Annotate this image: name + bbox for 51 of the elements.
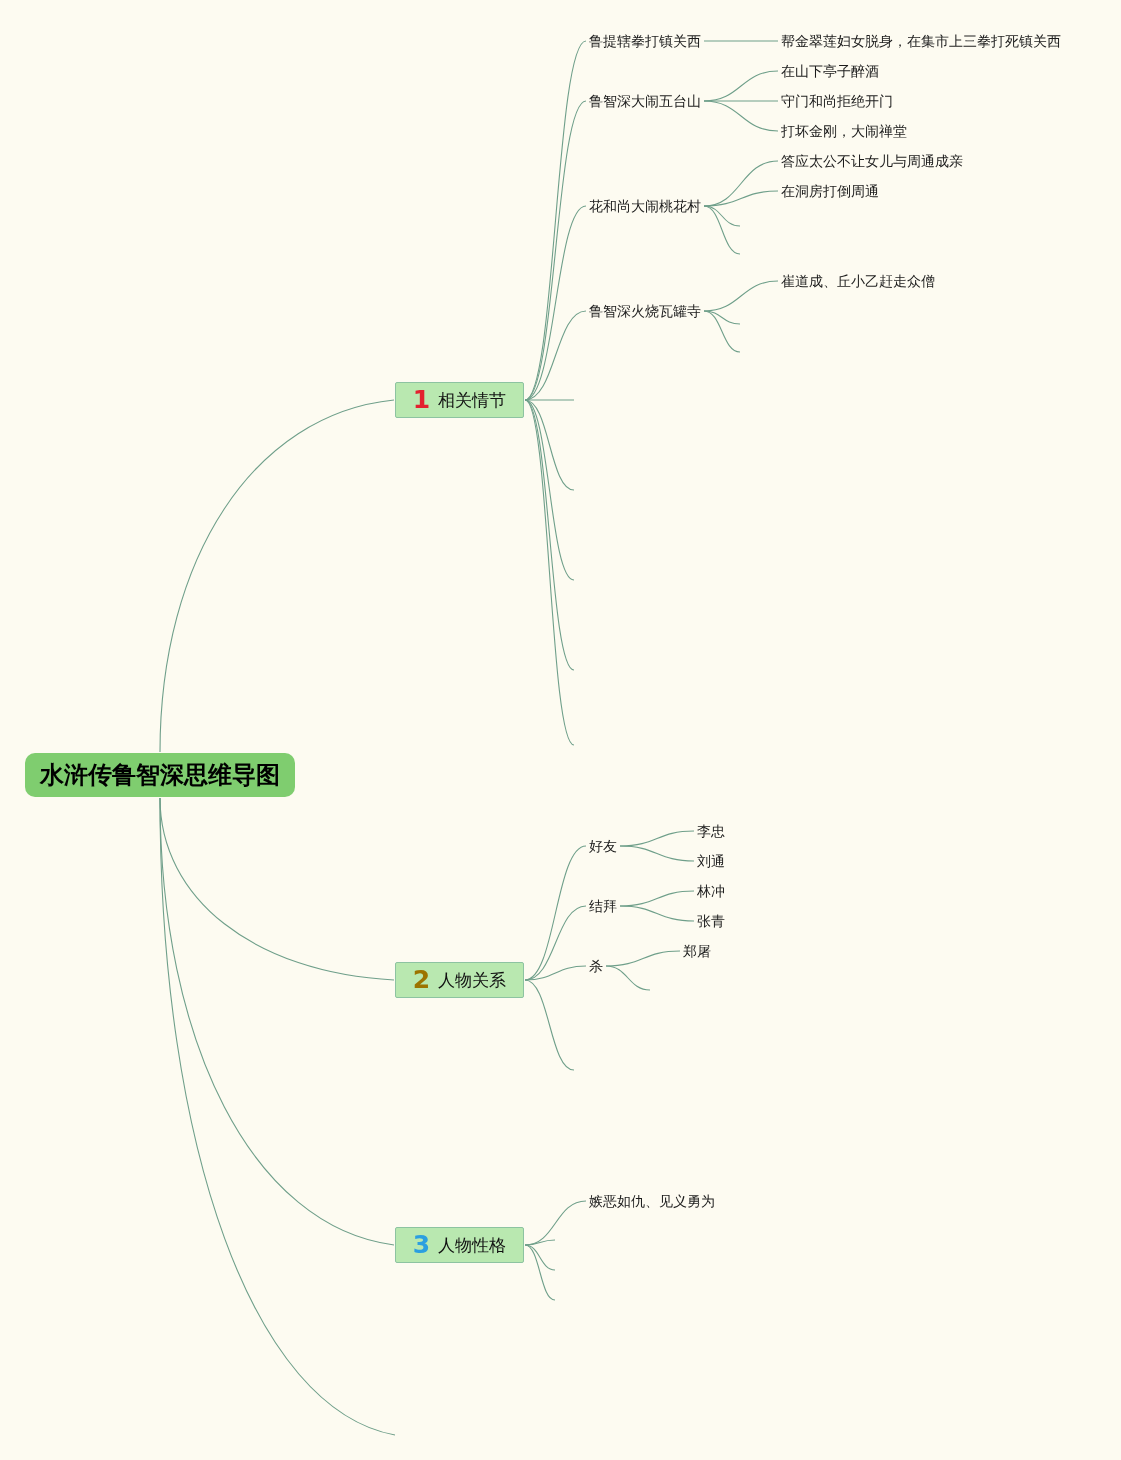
subtopic-label: 李忠 (697, 822, 725, 840)
subtopic-label: 花和尚大闹桃花村 (589, 197, 701, 215)
priority-number: 1 (412, 386, 431, 414)
subtopic-label: 守门和尚拒绝开门 (781, 92, 893, 110)
subtopic-label: 嫉恶如仇、见义勇为 (589, 1192, 715, 1210)
branch-line (619, 905, 695, 922)
branch-line (524, 965, 587, 981)
topic-label: 人物性格 (438, 1234, 507, 1256)
subtopic-label: 结拜 (589, 897, 617, 915)
branch-line (703, 205, 741, 227)
subtopic-label: 鲁智深大闹五台山 (589, 92, 701, 110)
branch-line (524, 1239, 556, 1246)
subtopic-label: 刘通 (697, 852, 725, 870)
branch-line (524, 399, 575, 746)
branch-line (703, 310, 741, 353)
topic-card (395, 382, 524, 418)
branch-line (605, 965, 651, 991)
subtopic-label: 杀 (589, 957, 603, 975)
branch-line (524, 979, 575, 1071)
subtopic-label: 在洞房打倒周通 (781, 182, 879, 200)
branch-line (619, 845, 695, 862)
subtopic-label: 崔道成、丘小乙赶走众僧 (781, 272, 935, 290)
subtopic-label: 打坏金刚，大闹禅堂 (781, 122, 907, 140)
branch-line (703, 310, 741, 325)
subtopic-label: 鲁智深火烧瓦罐寺 (589, 302, 701, 320)
branch-line (159, 797, 396, 1436)
branch-line (524, 1244, 556, 1271)
branch-line (703, 205, 741, 255)
branch-line (605, 950, 681, 967)
branch-line (159, 399, 395, 753)
subtopic-label: 好友 (589, 837, 617, 855)
subtopic-label: 鲁提辖拳打镇关西 (589, 32, 701, 50)
branch-line (703, 40, 779, 42)
branch-line (703, 100, 779, 132)
subtopic-label: 在山下亭子醉酒 (781, 62, 879, 80)
branch-line (524, 1244, 556, 1301)
topic-label: 相关情节 (438, 389, 507, 411)
central-topic: 水浒传鲁智深思维导图 (25, 753, 295, 797)
subtopic-label: 张青 (697, 912, 725, 930)
branch-line (703, 280, 779, 312)
topic-label: 人物关系 (438, 969, 507, 991)
branch-line (524, 399, 575, 671)
branch-line (524, 100, 587, 401)
subtopic-label: 林冲 (697, 882, 725, 900)
subtopic-label: 答应太公不让女儿与周通成亲 (781, 152, 963, 170)
priority-number: 2 (412, 966, 431, 994)
topic-card (395, 1227, 524, 1263)
topic-card (395, 962, 524, 998)
subtopic-label: 帮金翠莲妇女脱身，在集市上三拳打死镇关西 (781, 32, 1061, 50)
priority-number: 3 (412, 1231, 431, 1259)
subtopic-label: 郑屠 (683, 942, 711, 960)
